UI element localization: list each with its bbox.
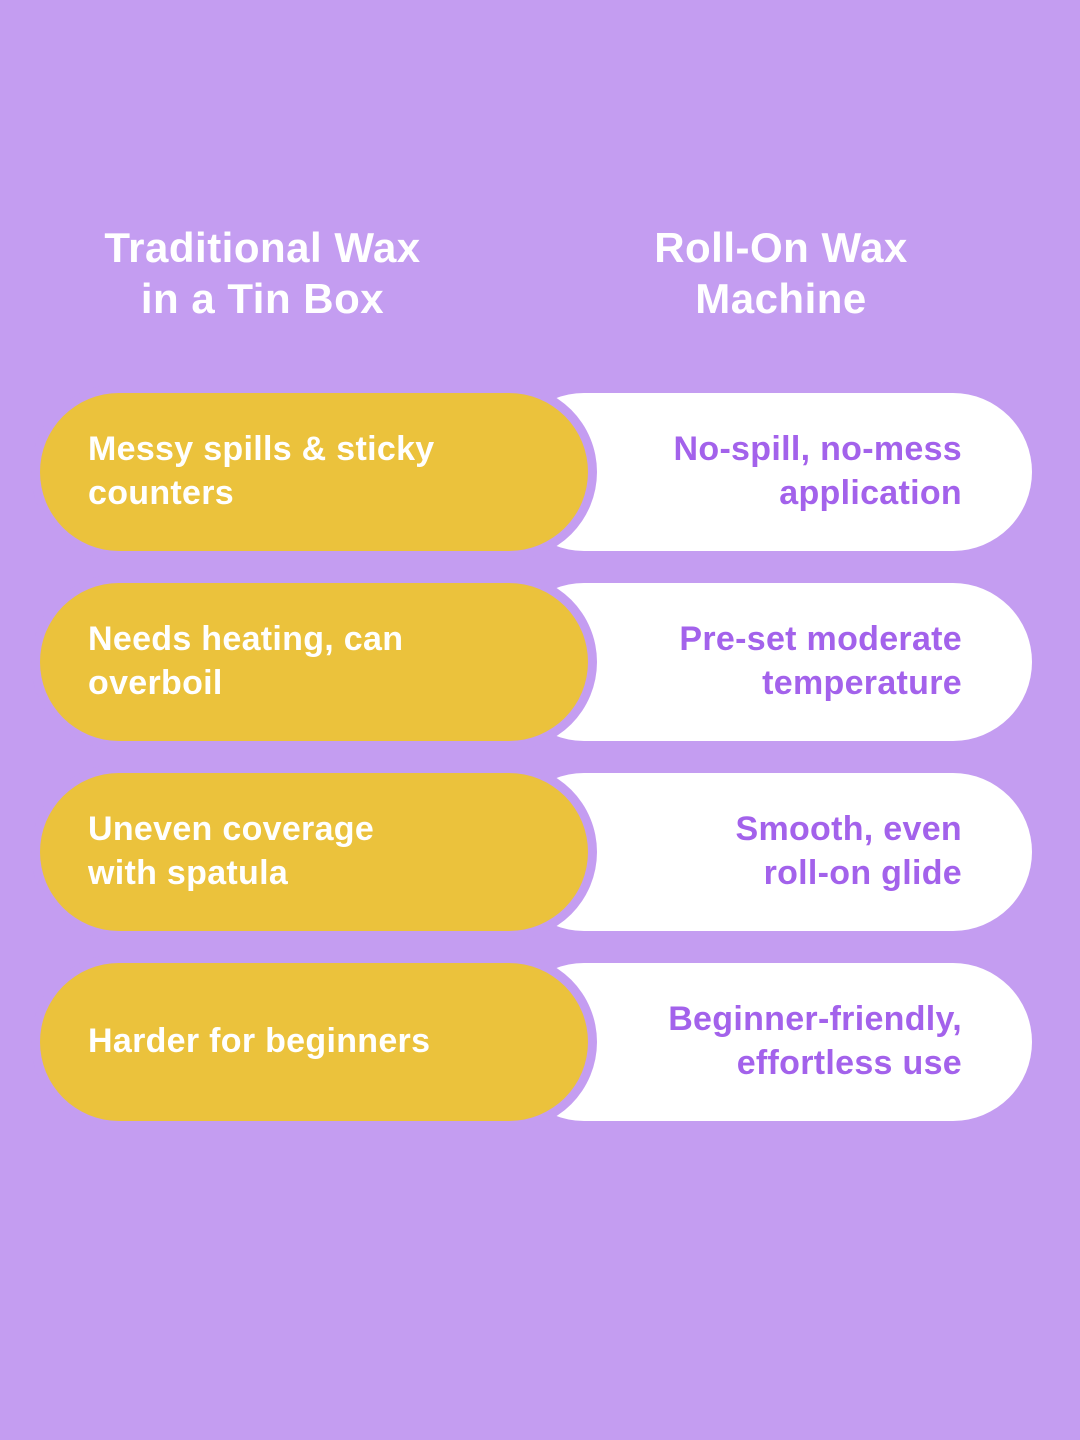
roll-on-pill-4: Beginner-friendly, effortless use xyxy=(505,963,1032,1121)
roll-on-text-4: Beginner-friendly, effortless use xyxy=(668,1000,962,1082)
column-headers: Traditional Wax in a Tin Box Roll-On Wax… xyxy=(0,222,1080,324)
comparison-row-1: No-spill, no-mess application Messy spil… xyxy=(0,393,1080,551)
traditional-pill-4: Harder for beginners xyxy=(40,963,588,1121)
comparison-row-2: Pre-set moderate temperature Needs heati… xyxy=(0,583,1080,741)
column-header-traditional-wax: Traditional Wax in a Tin Box xyxy=(104,224,421,323)
traditional-text-4: Harder for beginners xyxy=(88,1022,431,1061)
roll-on-text-1: No-spill, no-mess application xyxy=(673,430,962,512)
roll-on-pill-3: Smooth, even roll-on glide xyxy=(505,773,1032,931)
traditional-text-2: Needs heating, can overboil xyxy=(88,620,404,702)
roll-on-text-3: Smooth, even roll-on glide xyxy=(735,810,962,892)
roll-on-pill-1: No-spill, no-mess application xyxy=(505,393,1032,551)
comparison-rows: No-spill, no-mess application Messy spil… xyxy=(0,393,1080,1121)
traditional-pill-1: Messy spills & sticky counters xyxy=(40,393,588,551)
comparison-row-3: Smooth, even roll-on glide Uneven covera… xyxy=(0,773,1080,931)
roll-on-pill-2: Pre-set moderate temperature xyxy=(505,583,1032,741)
column-header-roll-on-wax: Roll-On Wax Machine xyxy=(654,224,908,323)
roll-on-text-2: Pre-set moderate temperature xyxy=(679,620,962,702)
comparison-row-4: Beginner-friendly, effortless use Harder… xyxy=(0,963,1080,1121)
traditional-pill-2: Needs heating, can overboil xyxy=(40,583,588,741)
traditional-text-3: Uneven coverage with spatula xyxy=(88,810,375,892)
traditional-pill-3: Uneven coverage with spatula xyxy=(40,773,588,931)
traditional-text-1: Messy spills & sticky counters xyxy=(88,430,435,512)
